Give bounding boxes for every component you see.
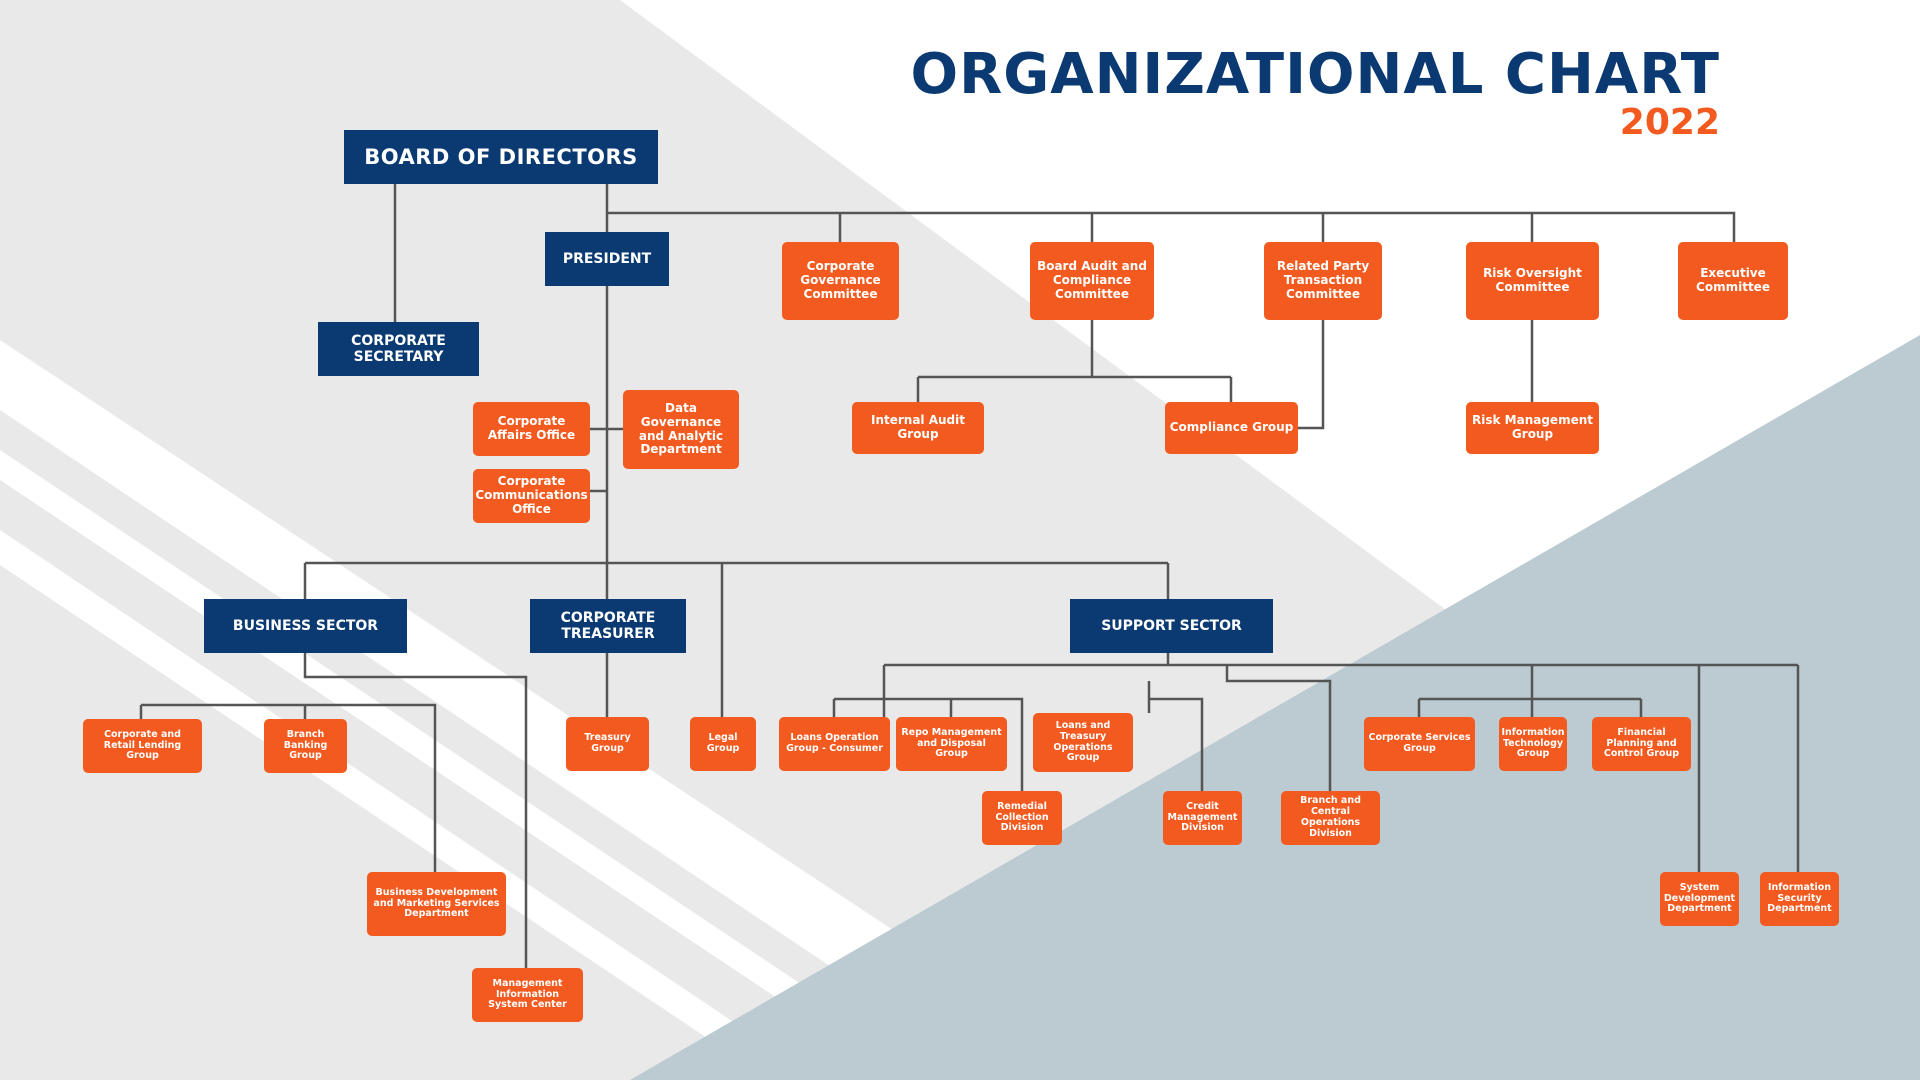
corporate-treasurer-box[interactable]: CORPORATE TREASURER xyxy=(530,599,686,653)
board-audit-compliance-committee-box[interactable]: Board Audit and Compliance Committee xyxy=(1030,242,1154,320)
financial-planning-control-box[interactable]: Financial Planning and Control Group xyxy=(1592,717,1691,771)
repo-management-disposal-box[interactable]: Repo Management and Disposal Group xyxy=(896,717,1007,771)
internal-audit-group-box[interactable]: Internal Audit Group xyxy=(852,402,984,454)
treasury-group-box[interactable]: Treasury Group xyxy=(566,717,649,771)
chart-title: ORGANIZATIONAL CHART xyxy=(910,42,1720,107)
loans-operation-consumer-box[interactable]: Loans Operation Group - Consumer xyxy=(779,717,890,771)
corporate-secretary-box[interactable]: CORPORATE SECRETARY xyxy=(318,322,479,376)
corporate-governance-committee-box[interactable]: Corporate Governance Committee xyxy=(782,242,899,320)
corporate-retail-lending-group-box[interactable]: Corporate and Retail Lending Group xyxy=(83,719,202,773)
risk-oversight-committee-box[interactable]: Risk Oversight Committee xyxy=(1466,242,1599,320)
corporate-services-group-box[interactable]: Corporate Services Group xyxy=(1364,717,1475,771)
remedial-collection-division-box[interactable]: Remedial Collection Division xyxy=(982,791,1062,845)
system-development-department-box[interactable]: System Development Department xyxy=(1660,872,1739,926)
branch-banking-group-box[interactable]: Branch Banking Group xyxy=(264,719,347,773)
branch-central-operations-box[interactable]: Branch and Central Operations Division xyxy=(1281,791,1380,845)
corporate-communications-office-box[interactable]: Corporate Communications Office xyxy=(473,469,590,523)
credit-management-division-box[interactable]: Credit Management Division xyxy=(1163,791,1242,845)
information-security-department-box[interactable]: Information Security Department xyxy=(1760,872,1839,926)
support-sector-box[interactable]: SUPPORT SECTOR xyxy=(1070,599,1273,653)
business-development-marketing-box[interactable]: Business Development and Marketing Servi… xyxy=(367,872,506,936)
data-governance-department-box[interactable]: Data Governance and Analytic Department xyxy=(623,390,739,469)
president-box[interactable]: PRESIDENT xyxy=(545,232,669,286)
legal-group-box[interactable]: Legal Group xyxy=(690,717,756,771)
loans-treasury-operations-box[interactable]: Loans and Treasury Operations Group xyxy=(1033,713,1133,772)
risk-management-group-box[interactable]: Risk Management Group xyxy=(1466,402,1599,454)
related-party-transaction-committee-box[interactable]: Related Party Transaction Committee xyxy=(1264,242,1382,320)
management-information-system-center-box[interactable]: Management Information System Center xyxy=(472,968,583,1022)
compliance-group-box[interactable]: Compliance Group xyxy=(1165,402,1298,454)
board-of-directors-box[interactable]: BOARD OF DIRECTORS xyxy=(344,130,658,184)
information-technology-group-box[interactable]: Information Technology Group xyxy=(1499,717,1567,771)
chart-year: 2022 xyxy=(1619,102,1720,143)
executive-committee-box[interactable]: Executive Committee xyxy=(1678,242,1788,320)
business-sector-box[interactable]: BUSINESS SECTOR xyxy=(204,599,407,653)
corporate-affairs-office-box[interactable]: Corporate Affairs Office xyxy=(473,402,590,456)
